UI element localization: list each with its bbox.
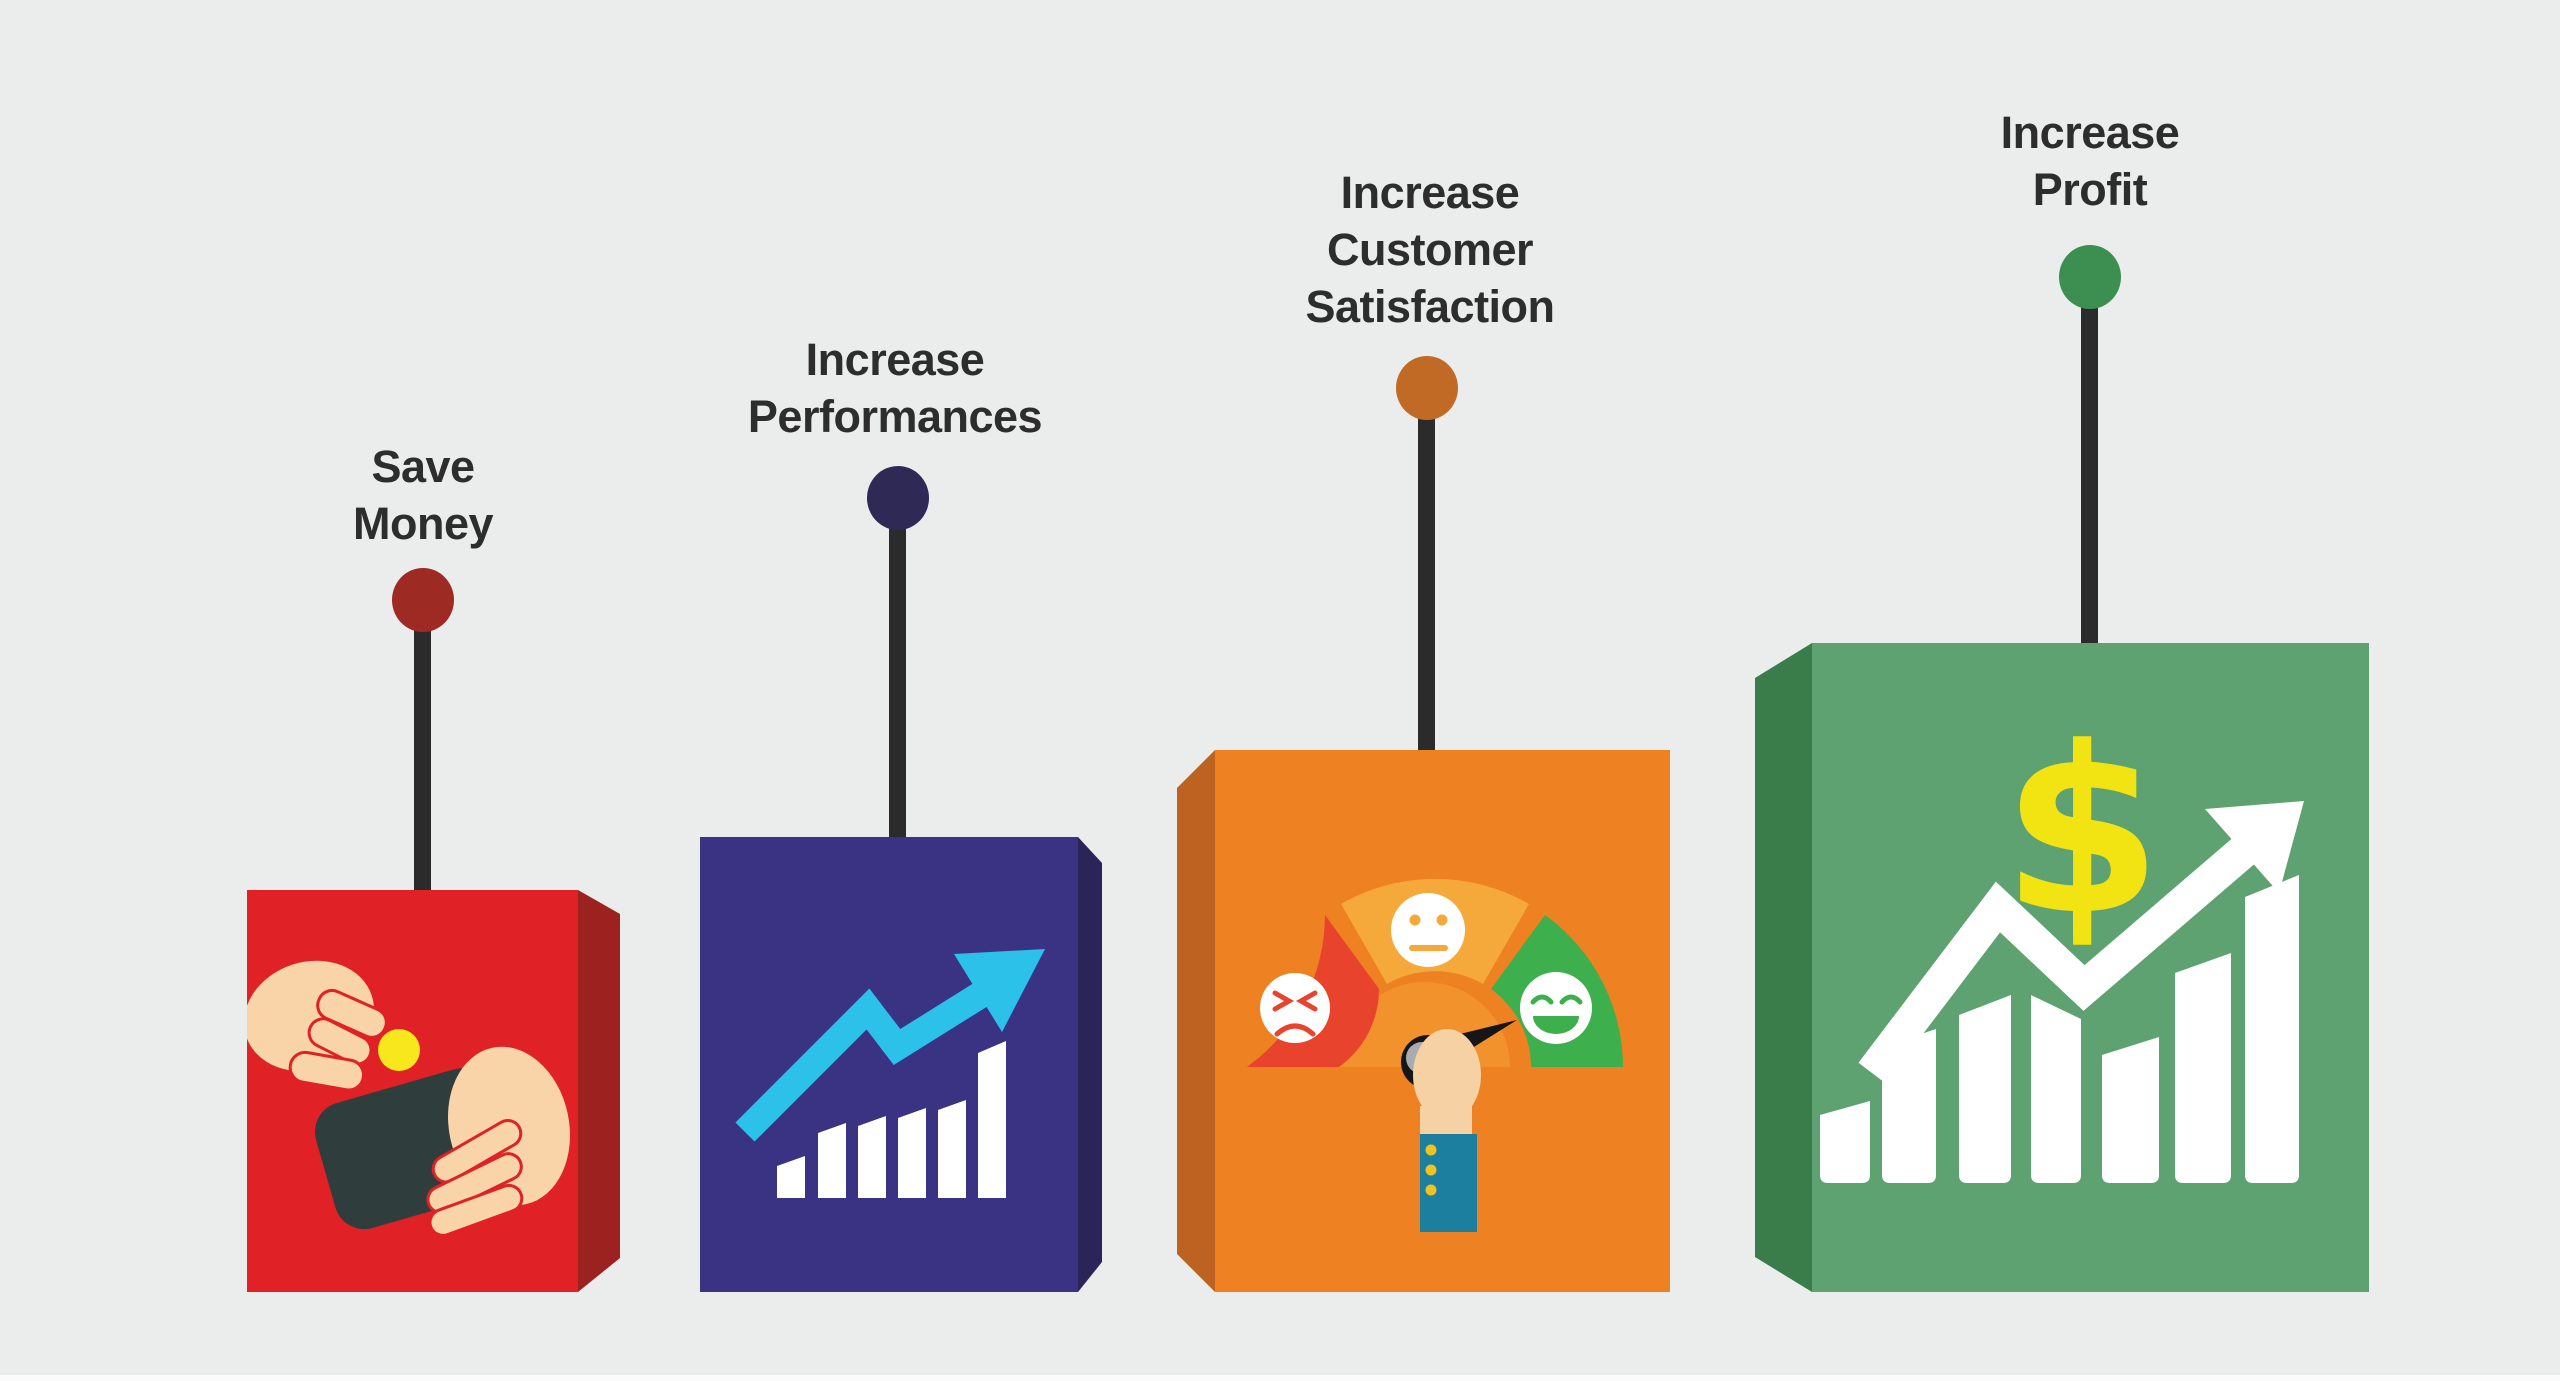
hand-holding-needle — [1413, 1029, 1481, 1136]
angry-face-icon — [1260, 973, 1330, 1043]
pin-circle — [1396, 356, 1458, 420]
chart-bars — [777, 1041, 1006, 1198]
block-increase-customer-satisfaction — [1177, 750, 1670, 1292]
trend-arrow — [735, 949, 1045, 1142]
sleeve-buttons — [1425, 1144, 1437, 1196]
block-increase-performances — [700, 837, 1102, 1292]
pin-circle — [867, 466, 929, 530]
item-label: Increase Performances — [747, 334, 1043, 442]
chart-bars — [1820, 875, 2299, 1183]
block-side-face — [578, 890, 620, 1292]
trend-arrow — [1858, 801, 2304, 1084]
item-label: Increase Profit — [2000, 107, 2180, 215]
bar-chart-arrow-icon — [735, 949, 1045, 1198]
block-side-face — [1078, 837, 1102, 1292]
happy-face-icon — [1520, 972, 1592, 1044]
item-label: Save Money — [352, 441, 494, 549]
block-side-face — [1177, 750, 1215, 1292]
block-front-face — [700, 837, 1078, 1292]
block-increase-profit: $ — [1755, 643, 2369, 1292]
block-save-money — [247, 890, 620, 1292]
pin-stem — [414, 600, 431, 890]
neutral-face-icon — [1391, 893, 1465, 967]
coin — [378, 1029, 420, 1071]
pin-stem — [889, 498, 906, 837]
bottom-strip — [0, 1375, 2560, 1381]
pin-stem — [1418, 388, 1435, 750]
satisfaction-gauge-icon — [1247, 878, 1623, 1232]
hand-coin-wallet-icon — [247, 960, 571, 1237]
block-side-face — [1755, 643, 1812, 1292]
pin-circle — [392, 568, 454, 632]
pin-stem — [2081, 277, 2098, 643]
right-hand — [426, 1046, 571, 1237]
item-label: Increase Customer Satisfaction — [1305, 167, 1555, 332]
pin-circle — [2059, 245, 2121, 309]
dollar-growth-chart-icon: $ — [1820, 699, 2304, 1183]
left-hand — [247, 960, 388, 1092]
